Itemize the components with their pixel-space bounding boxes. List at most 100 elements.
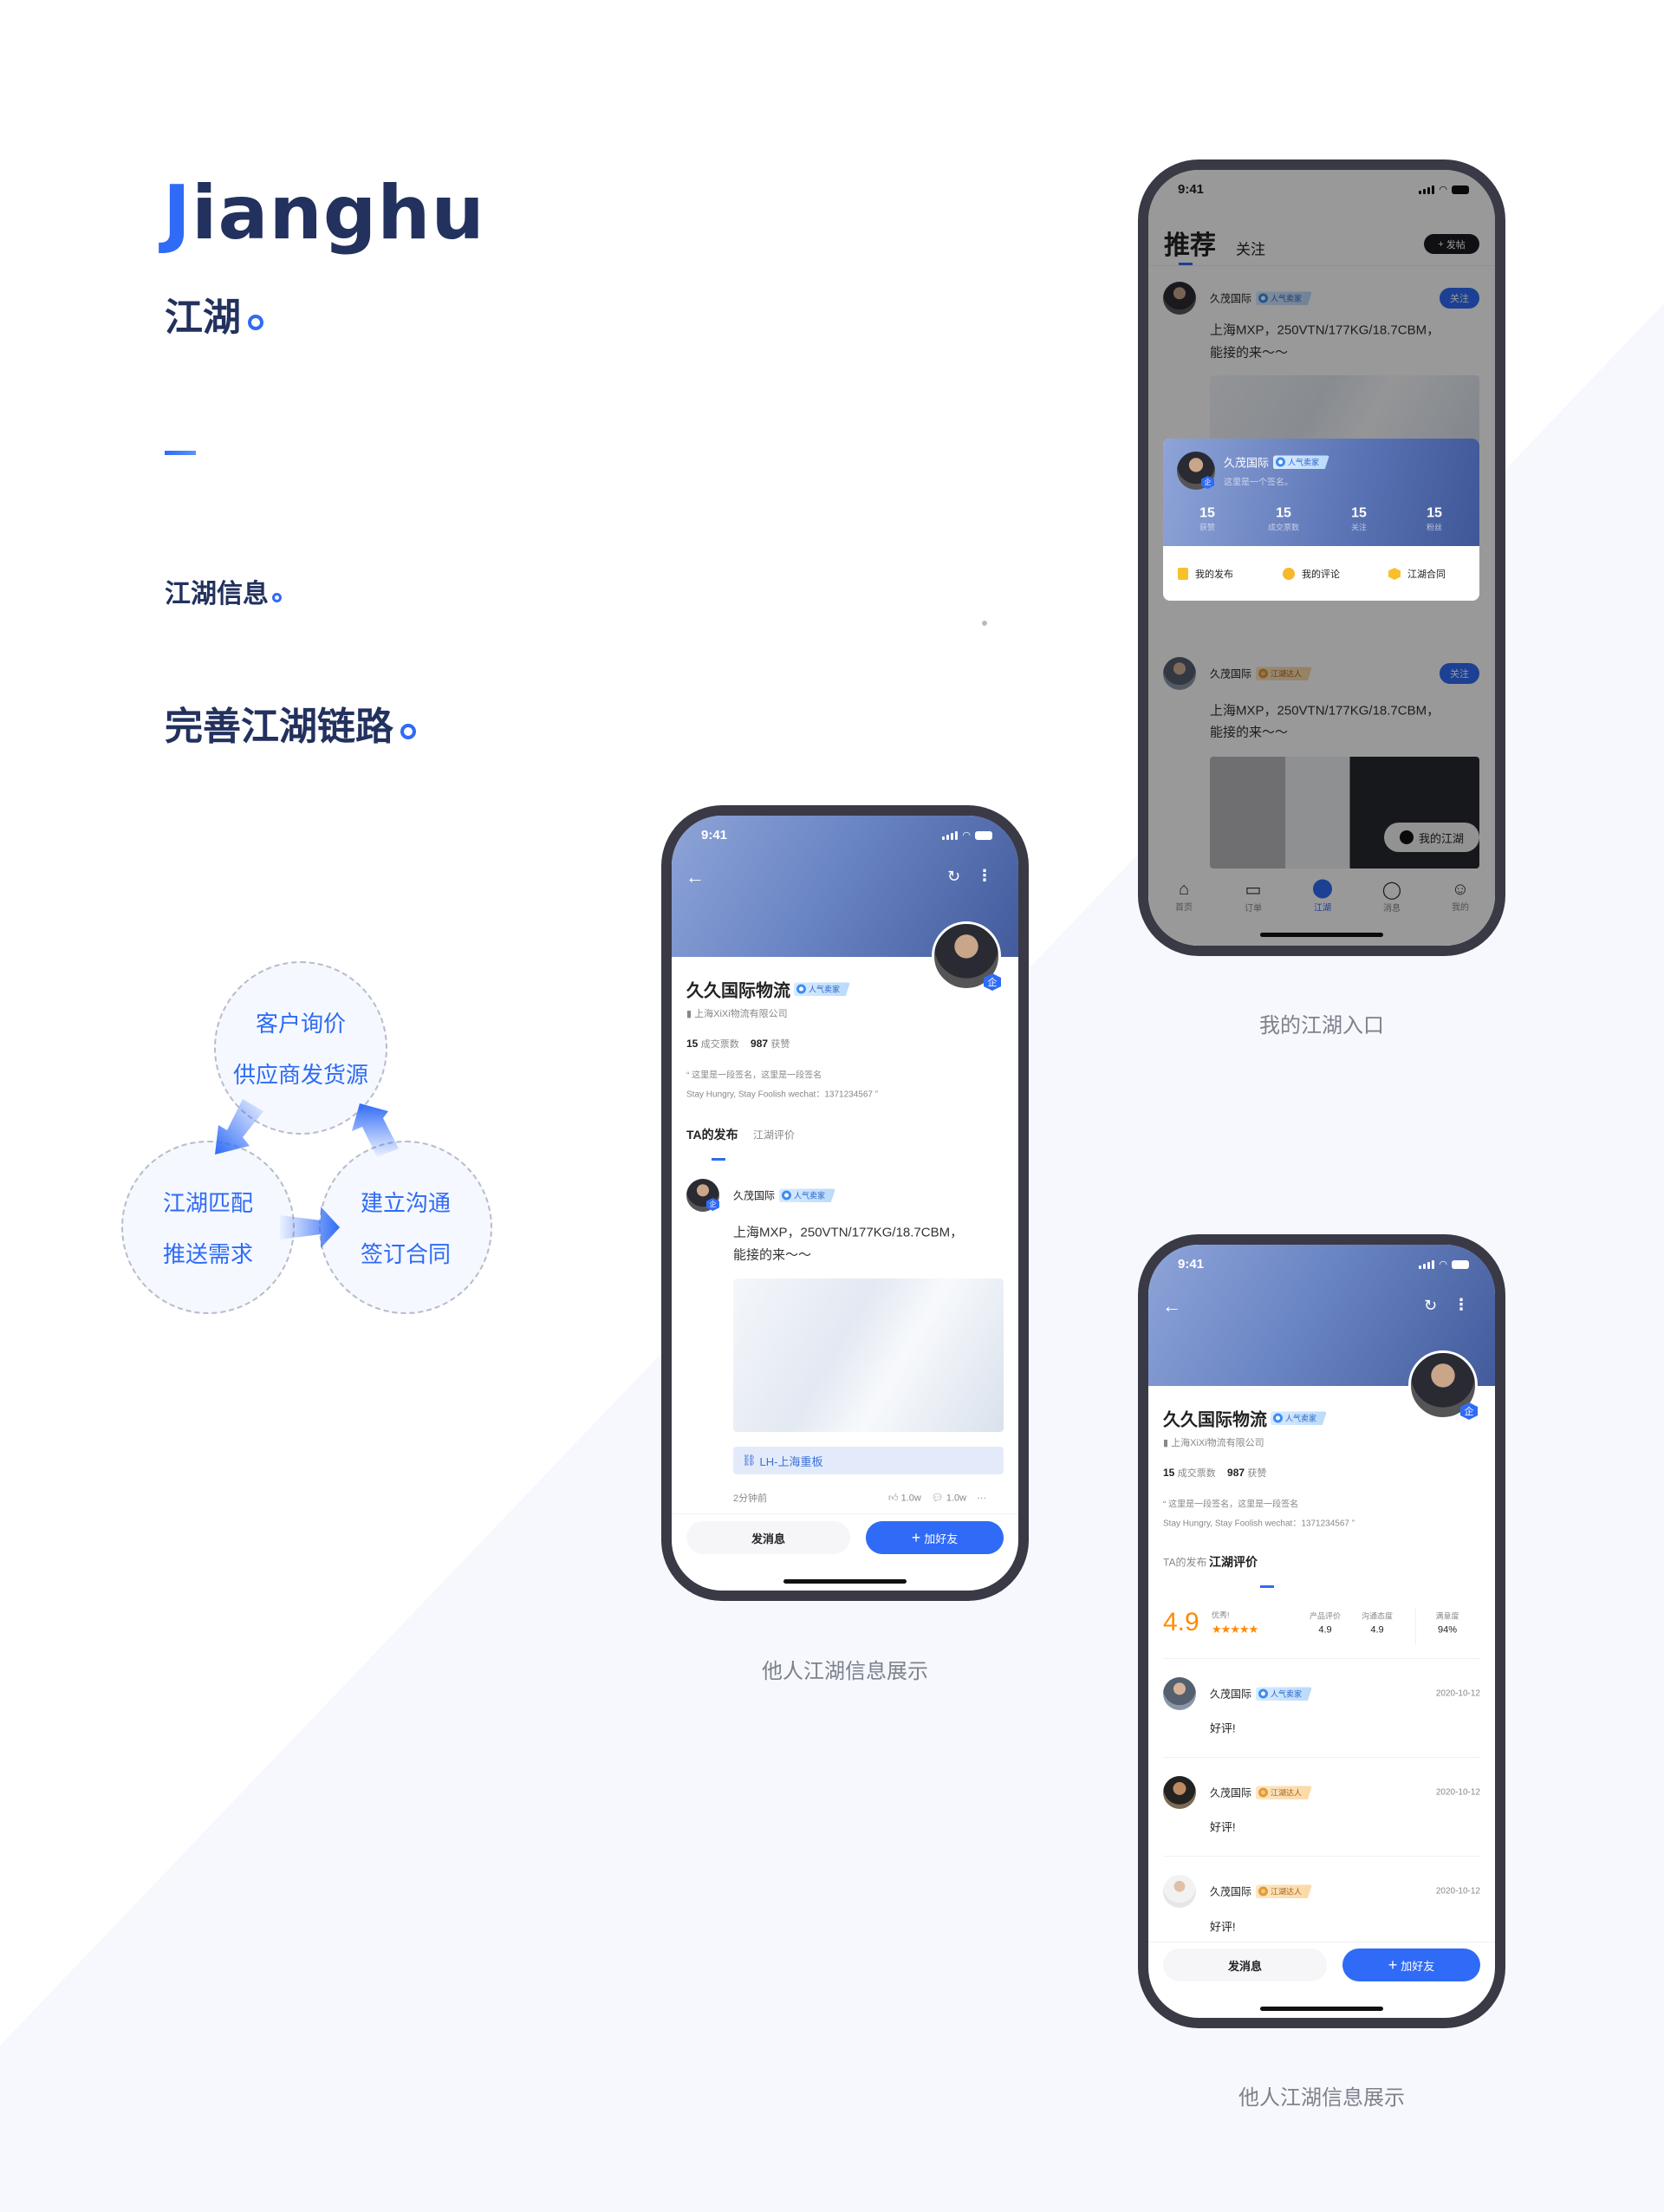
signature-line: “ 这里是一段签名，这里是一段签名 [686, 1070, 822, 1081]
stat-value: 15 [1163, 1467, 1175, 1479]
enterprise-badge-icon: 企 [1201, 476, 1214, 489]
review-date: 2020-10-12 [1435, 1886, 1480, 1896]
tabbar-jianghu[interactable]: 江湖 [1313, 879, 1332, 914]
my-jianghu-floating-button[interactable]: 我的江湖 [1384, 823, 1479, 852]
send-message-button[interactable]: 发消息 [1163, 1949, 1327, 1981]
enterprise-badge-icon: 企 [706, 1198, 719, 1211]
stat-value: 15 [1199, 505, 1215, 521]
comment-icon [1283, 568, 1295, 580]
tab-indicator [712, 1158, 725, 1161]
badge-label: 江湖达人 [1271, 1887, 1303, 1896]
follow-button[interactable]: 关注 [1440, 288, 1479, 309]
post-author-avatar[interactable] [1163, 282, 1196, 315]
review-avatar[interactable] [1163, 1776, 1196, 1809]
home-icon: ⌂ [1178, 880, 1190, 899]
brand-title: 江湖 [165, 286, 263, 342]
post-link[interactable]: ⛓LH-上海重板 [733, 1447, 1004, 1474]
share-icon[interactable]: ↻ [1424, 1297, 1438, 1314]
profile-stats: 15 成交票数 987 获赞 [686, 1037, 790, 1051]
add-friend-button[interactable]: +加好友 [866, 1521, 1004, 1554]
menu-label: 江湖合同 [1407, 569, 1446, 580]
review-text: 好评! [1210, 1820, 1236, 1834]
status-time: 9:41 [1178, 182, 1205, 197]
flow-node-line: 江湖匹配 [162, 1190, 253, 1216]
jianghu-expert-badge: 江湖达人 [1256, 1786, 1313, 1799]
review-avatar[interactable] [1163, 1875, 1196, 1908]
menu-my-posts[interactable]: 我的发布 [1178, 567, 1233, 581]
post-image[interactable] [733, 1278, 1004, 1432]
signal-icon [942, 830, 959, 840]
comment-count: 1.0w [946, 1493, 967, 1504]
tab-reviews[interactable]: 江湖评价 [753, 1129, 796, 1142]
screen: 9:41 ◠ 推荐 关注 +发帖 久茂国际人气卖家 关注 上海MXP，250VT… [1148, 170, 1495, 946]
plus-icon: + [1388, 1955, 1398, 1974]
more-dots-icon[interactable]: ··· [977, 1493, 987, 1503]
tab-recommended[interactable]: 推荐 [1164, 231, 1216, 260]
tab-reviews[interactable]: 江湖评价 [1209, 1555, 1258, 1569]
stat-value: 987 [1227, 1467, 1245, 1479]
comment-button[interactable]: 💬︎ 1.0w [932, 1493, 966, 1504]
tabbar-orders[interactable]: ▭ 订单 [1245, 879, 1262, 914]
tab-posts[interactable]: TA的发布 [1163, 1556, 1207, 1569]
share-icon[interactable]: ↻ [947, 868, 961, 885]
review-author[interactable]: 久茂国际 [1210, 1786, 1252, 1799]
wifi-icon: ◠ [1439, 185, 1447, 195]
back-arrow-icon[interactable]: ← [1162, 1295, 1181, 1317]
profile-stats: 15 成交票数 987 获赞 [1163, 1466, 1266, 1480]
send-message-button[interactable]: 发消息 [686, 1521, 850, 1554]
review-author-row: 久茂国际 江湖达人 [1210, 1884, 1313, 1899]
post-author-avatar[interactable] [1163, 657, 1196, 690]
review-author[interactable]: 久茂国际 [1210, 1885, 1252, 1898]
more-icon[interactable]: ⋮ [1453, 1296, 1469, 1313]
back-arrow-icon[interactable]: ← [686, 866, 705, 888]
rating-score: 4.9 [1163, 1608, 1199, 1636]
tabbar-messages[interactable]: ◯消息 [1382, 879, 1401, 914]
like-button[interactable]: 👍︎ 1.0w [888, 1493, 921, 1504]
section-heading: 江湖信息 [165, 572, 282, 610]
stat-label: 成交票数 [700, 1039, 739, 1050]
tabbar-label: 订单 [1245, 904, 1262, 914]
post-text: 能接的来～～ [1210, 725, 1289, 740]
wifi-icon: ◠ [962, 830, 971, 841]
badge-label: 江湖达人 [1271, 1788, 1303, 1798]
menu-contracts[interactable]: 江湖合同 [1388, 567, 1446, 581]
profile-avatar[interactable] [932, 921, 1001, 991]
review-author-row: 久茂国际 江湖达人 [1210, 1786, 1313, 1800]
post-link-label: LH-上海重板 [759, 1454, 823, 1468]
popular-seller-badge: 人气卖家 [1271, 1411, 1328, 1425]
flow-node-line: 客户询价 [255, 1011, 346, 1037]
new-post-button[interactable]: +发帖 [1424, 234, 1479, 254]
review-avatar[interactable] [1163, 1677, 1196, 1710]
tab-following[interactable]: 关注 [1236, 241, 1265, 258]
comment-icon: 💬︎ [931, 1493, 944, 1504]
section-subheading: 完善江湖链路 [165, 695, 416, 751]
company-row: ▮ 上海XiXi物流有限公司 [1163, 1435, 1264, 1449]
divider [1415, 1609, 1416, 1645]
metric-value: 4.9 [1318, 1624, 1332, 1636]
post-author[interactable]: 久茂国际 [1210, 667, 1252, 680]
logo-j: J [163, 170, 192, 257]
accent-bar [165, 451, 196, 455]
new-post-label: 发帖 [1446, 239, 1466, 250]
follow-button[interactable]: 关注 [1440, 663, 1479, 684]
tabbar-home[interactable]: ⌂首页 [1175, 880, 1193, 913]
star-icon: ★ [1238, 1623, 1250, 1636]
post-image[interactable] [1210, 375, 1479, 445]
star-icon: ★ [1230, 1623, 1240, 1636]
review-author[interactable]: 久茂国际 [1210, 1688, 1252, 1701]
tabbar-me[interactable]: ☺我的 [1452, 880, 1469, 913]
review-date: 2020-10-12 [1435, 1787, 1480, 1798]
post-author[interactable]: 久茂国际 [1210, 292, 1252, 305]
add-friend-button[interactable]: +加好友 [1342, 1949, 1480, 1981]
stat-value: 15 [686, 1038, 699, 1050]
tab-posts[interactable]: TA的发布 [686, 1128, 738, 1142]
more-icon[interactable]: ⋮ [977, 867, 992, 884]
order-icon: ▭ [1245, 881, 1262, 900]
post-author[interactable]: 久茂国际 [733, 1189, 776, 1202]
menu-my-comments[interactable]: 我的评论 [1283, 567, 1340, 581]
